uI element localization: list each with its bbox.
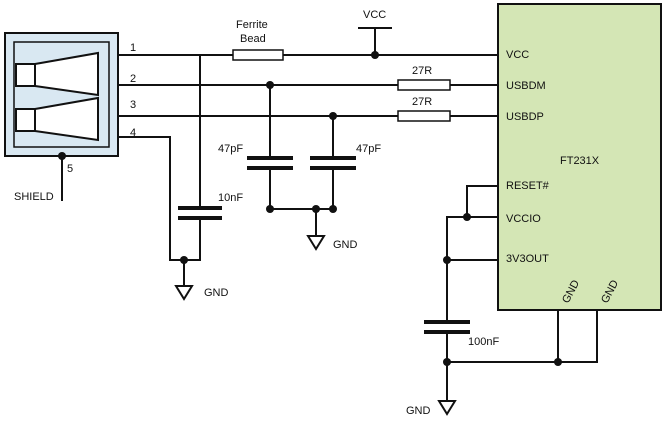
gnd-label-bottom: GND	[406, 405, 431, 417]
chip-pin-vcc: VCC	[506, 49, 529, 61]
resistor-usbdm	[397, 79, 451, 91]
chip-ground-net: GND	[406, 309, 598, 417]
ground-symbol-left	[174, 285, 194, 301]
ferrite-bead	[232, 49, 284, 61]
usb-plug-symbol-bottom	[15, 96, 99, 142]
gnd-label-mid: GND	[333, 239, 358, 251]
capacitor-47pf-left-label: 47pF	[218, 143, 243, 155]
vcc-supply-label: VCC	[363, 9, 386, 21]
pin4-ground-net: GND	[117, 136, 229, 301]
shield-label: SHIELD	[14, 191, 54, 203]
usb-plug-symbol-top	[15, 51, 99, 97]
pin-label-1: 1	[130, 42, 136, 54]
vcc-net: Ferrite Bead VCC	[117, 9, 499, 61]
vccio-3v3out-net	[443, 185, 499, 323]
chip-pin-vccio: VCCIO	[506, 213, 541, 225]
capacitor-47pf-right: 47pF	[310, 115, 381, 210]
ft231x-chip: FT231X VCC USBDM USBDP RESET# VCCIO 3V3O…	[497, 3, 662, 311]
shield-wire	[58, 152, 66, 201]
capacitor-47pf-right-label: 47pF	[356, 143, 381, 155]
chip-pin-3v3out: 3V3OUT	[506, 253, 549, 265]
ferrite-label-line1: Ferrite	[236, 19, 268, 31]
usbdp-net: 27R	[117, 96, 499, 122]
pin-label-4: 4	[130, 127, 136, 139]
ground-symbol-mid	[306, 235, 326, 251]
chip-pin-reset: RESET#	[506, 180, 550, 192]
usb-connector: 1 2 3 4 5 SHIELD	[4, 32, 136, 203]
ferrite-label-line2: Bead	[240, 33, 266, 45]
chip-pin-usbdm: USBDM	[506, 80, 546, 92]
capacitor-100nf-label: 100nF	[468, 336, 499, 348]
gnd-label-left: GND	[204, 287, 229, 299]
usbdm-net: 27R	[117, 65, 499, 91]
chip-name: FT231X	[560, 155, 600, 167]
capacitor-47pf-left: 47pF	[218, 84, 293, 210]
ground-symbol-bottom	[437, 400, 457, 416]
capacitor-100nf: 100nF	[424, 320, 499, 400]
pin-label-3: 3	[130, 99, 136, 111]
chip-pin-usbdp: USBDP	[506, 111, 544, 123]
pin-label-2: 2	[130, 73, 136, 85]
capacitor-10nf: 10nF	[178, 54, 243, 261]
capacitor-10nf-label: 10nF	[218, 192, 243, 204]
resistor-usbdp-label: 27R	[412, 96, 432, 108]
capacitor-ground-net: GND	[266, 205, 358, 251]
resistor-usbdp	[397, 110, 451, 122]
pin-label-5: 5	[67, 163, 73, 175]
resistor-usbdm-label: 27R	[412, 65, 432, 77]
